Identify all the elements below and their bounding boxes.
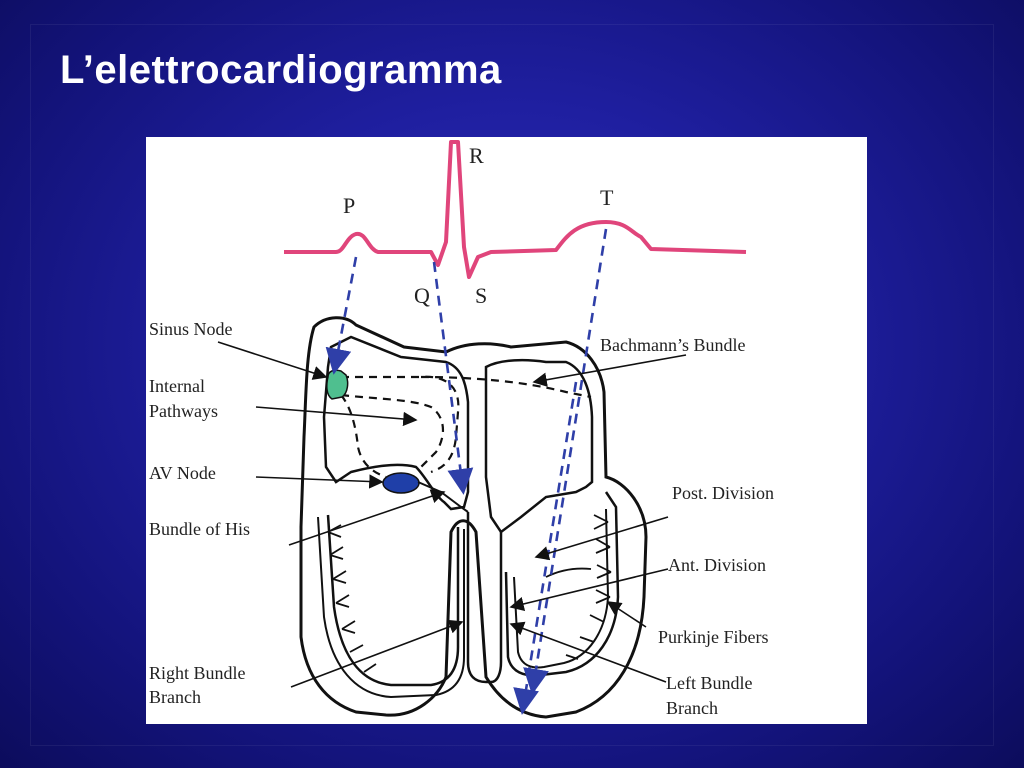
ecg-wave [284, 140, 747, 279]
slide-title: L’elettrocardiogramma [60, 48, 502, 92]
left-atrium-inner [484, 358, 594, 534]
right-ventricle-inner-2 [317, 516, 465, 699]
left-ventricle-inner-2 [513, 508, 610, 669]
activation-arrows [325, 228, 608, 715]
heart-outer-outline [299, 316, 648, 719]
label-left-bundle: Left Bundle [666, 673, 752, 693]
label-bachmann: Bachmann’s Bundle [600, 335, 745, 355]
r-wave-label: R [469, 143, 484, 168]
p-arrow [325, 256, 358, 375]
label-internal: Internal [149, 376, 205, 396]
label-sinus-node: Sinus Node [149, 319, 233, 339]
t-wave-label: T [600, 185, 614, 210]
bundle-of-his-path [417, 481, 469, 513]
leader-lines [217, 341, 687, 688]
purkinje-fibers-left [327, 524, 377, 673]
label-right-branch: Branch [149, 687, 201, 707]
diagram-svg: P R T Q S [149, 140, 774, 719]
slide-frame [30, 24, 994, 746]
q-wave-label: Q [414, 283, 430, 308]
purkinje-fibers-right [545, 514, 612, 660]
t-arrow-2 [513, 381, 578, 715]
q-arrow [432, 261, 474, 495]
label-bundle-of-his: Bundle of His [149, 519, 250, 539]
t-arrow-1 [523, 228, 608, 695]
label-pathways: Pathways [149, 401, 218, 421]
ecg-heart-diagram: P R T Q S [146, 137, 867, 724]
label-left-branch: Branch [666, 698, 718, 718]
label-purkinje: Purkinje Fibers [658, 627, 769, 647]
p-wave-label: P [343, 193, 355, 218]
sinus-node-shape [326, 369, 349, 400]
s-wave-label: S [475, 283, 487, 308]
label-av-node: AV Node [149, 463, 216, 483]
internal-pathways [340, 375, 592, 479]
label-ant-division: Ant. Division [668, 555, 766, 575]
av-node-shape [382, 472, 420, 494]
septum [466, 512, 503, 684]
right-ventricle-inner [326, 514, 460, 687]
label-post-division: Post. Division [672, 483, 774, 503]
label-right-bundle: Right Bundle [149, 663, 246, 683]
